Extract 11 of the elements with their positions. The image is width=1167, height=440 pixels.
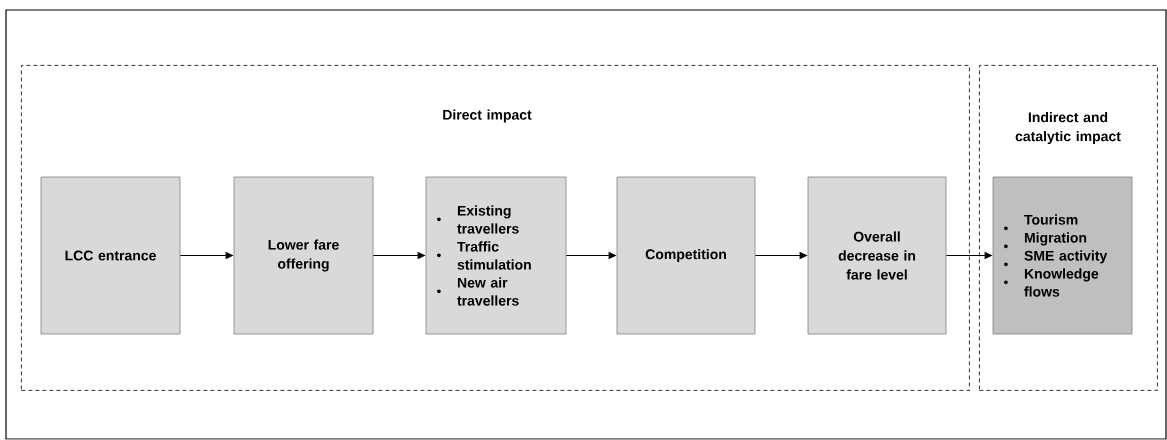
process-box: LCC entrance (40, 176, 181, 335)
bullet-list-box: Tourism Migration SME activity Knowledge flows (992, 176, 1133, 335)
arrow (945, 252, 992, 259)
process-box: Overall decrease in fare level (807, 176, 947, 335)
arrow (754, 252, 807, 259)
process-box: Competition (616, 176, 756, 335)
arrow (179, 252, 233, 259)
arrow (372, 252, 425, 259)
process-box: Lower fare offering (233, 176, 374, 335)
bullet-list-box: Existing travellers Traffic stimulation New air travellers (425, 176, 567, 335)
arrow (565, 252, 616, 259)
